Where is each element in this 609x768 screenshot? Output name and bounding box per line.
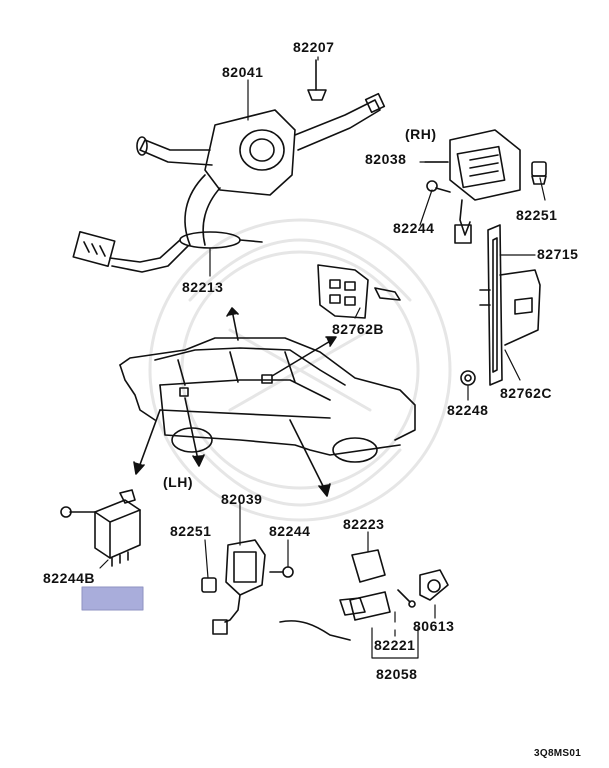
label-82041: 82041 — [222, 64, 264, 80]
label-82213: 82213 — [182, 279, 224, 295]
nut-82248 — [460, 370, 476, 386]
leader-lines — [99, 56, 546, 659]
harness-82213 — [72, 230, 263, 273]
label-82244-rh: 82244 — [393, 220, 435, 236]
bracket-82762b — [317, 264, 401, 319]
label-lh: (LH) — [163, 474, 193, 490]
label-rh: (RH) — [405, 126, 437, 142]
label-82039: 82039 — [221, 491, 263, 507]
watermark-emblem — [148, 218, 452, 522]
label-82223: 82223 — [343, 516, 385, 532]
label-82244-lh: 82244 — [269, 523, 311, 539]
pointer-arrows — [133, 307, 337, 497]
label-82251-rh: 82251 — [516, 207, 558, 223]
pad-82223 — [351, 549, 386, 583]
diagram-code: 3Q8MS01 — [534, 748, 582, 759]
label-82715: 82715 — [537, 246, 579, 262]
switch-82039-lh — [212, 539, 294, 635]
clip-82251-lh — [201, 577, 217, 593]
bolt-82207 — [307, 59, 327, 101]
label-82207: 82207 — [293, 39, 335, 55]
highlight-box — [81, 586, 144, 611]
label-80613: 80613 — [413, 618, 455, 634]
clip-82251-rh — [531, 161, 547, 185]
switch-set-82058 — [279, 569, 449, 641]
switch-82038-rh — [424, 129, 521, 244]
label-82248: 82248 — [447, 402, 489, 418]
label-82221: 82221 — [374, 637, 416, 653]
label-82762b: 82762B — [332, 321, 385, 337]
label-82244b: 82244B — [43, 570, 96, 586]
label-82762c: 82762C — [500, 385, 553, 401]
label-82058: 82058 — [376, 666, 418, 682]
label-82251-lh: 82251 — [170, 523, 212, 539]
screw-82244-rh — [426, 180, 451, 193]
vehicle-body — [119, 337, 416, 463]
label-82038: 82038 — [365, 151, 407, 167]
bracket-82715 — [479, 224, 541, 386]
column-switch-82041 — [136, 92, 386, 246]
relay-82244b — [60, 489, 141, 567]
